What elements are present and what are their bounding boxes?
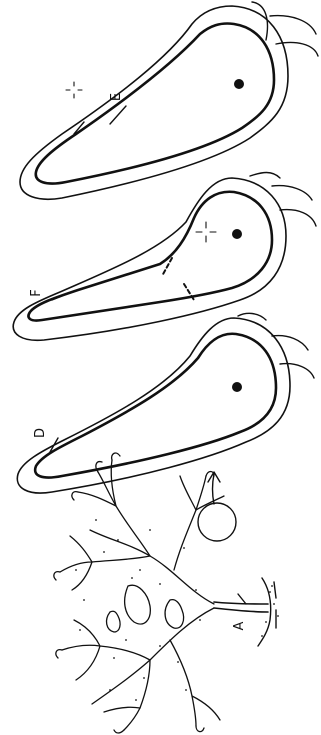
label-e: E xyxy=(109,93,124,101)
plant-stipple xyxy=(75,519,279,701)
cross-marker-middle xyxy=(196,222,216,242)
plant-stipe xyxy=(214,602,268,612)
label-a: A xyxy=(232,621,247,630)
magnifier-circle xyxy=(198,503,236,541)
cell-top-outer-wall xyxy=(20,6,288,199)
marker-a-tick xyxy=(238,594,246,604)
cell-lower: D xyxy=(17,313,314,493)
cell-top-inner-wall xyxy=(36,23,274,183)
plant-thallus xyxy=(54,453,224,733)
cell-lower-nucleus xyxy=(232,382,242,392)
cross-marker-top xyxy=(66,82,82,98)
label-f: F xyxy=(29,289,44,296)
cell-lower-neighbor-wall xyxy=(238,313,314,378)
cell-top: E xyxy=(20,2,318,199)
cell-middle: F xyxy=(13,173,316,341)
cell-middle-nucleus xyxy=(232,229,242,239)
cell-top-nucleus xyxy=(234,79,244,89)
cell-middle-outer-wall xyxy=(13,178,286,340)
cell-lower-outer-wall xyxy=(17,318,290,493)
cell-lower-inner-wall xyxy=(35,334,276,478)
plant-habit: A xyxy=(54,453,279,733)
label-d: D xyxy=(33,428,48,438)
